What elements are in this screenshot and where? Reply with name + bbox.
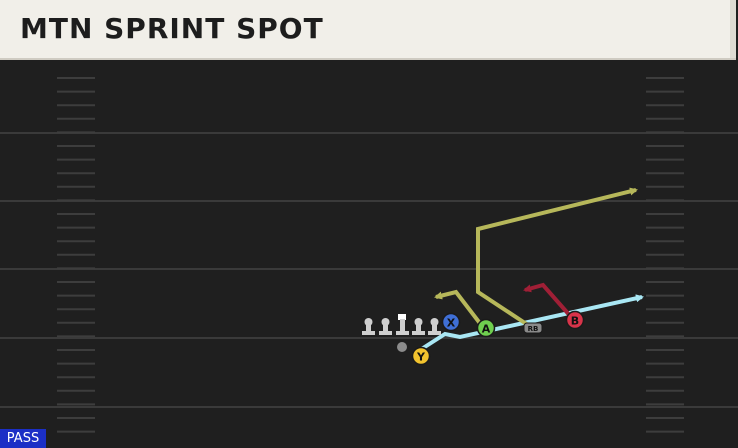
pass-badge: PASS [0,429,46,448]
route-cyan [418,294,644,352]
player-b[interactable]: B [565,310,585,330]
hash-marks-right [646,77,684,433]
lineman-left-guard [379,318,392,335]
player-rb-label: RB [528,325,539,333]
player-y-label: Y [416,351,426,364]
player-b-label: B [571,315,579,328]
quarterback-dot [397,342,407,352]
player-x[interactable]: X [441,312,461,332]
player-a-label: A [482,323,491,336]
player-x-label: X [447,317,456,330]
player-a[interactable]: A [476,318,496,338]
lineman-right-tackle [428,318,441,335]
hash-marks-left [57,77,95,433]
route-rb [476,187,638,327]
route-b [523,282,574,320]
play-title: MTN SPRINT SPOT [20,12,324,45]
player-rb[interactable]: RB [523,322,543,334]
player-y[interactable]: Y [411,346,431,366]
title-bar: MTN SPRINT SPOT [0,0,736,58]
play-field: X A B Y RB [0,77,738,433]
lineman-left-tackle [362,318,375,335]
yard-lines [0,132,738,408]
routes [418,187,644,352]
title-bar-edge [730,0,736,58]
lineman-right-guard [412,318,425,335]
offensive-line [362,314,441,335]
lineman-center [396,314,409,335]
route-a [434,289,484,328]
